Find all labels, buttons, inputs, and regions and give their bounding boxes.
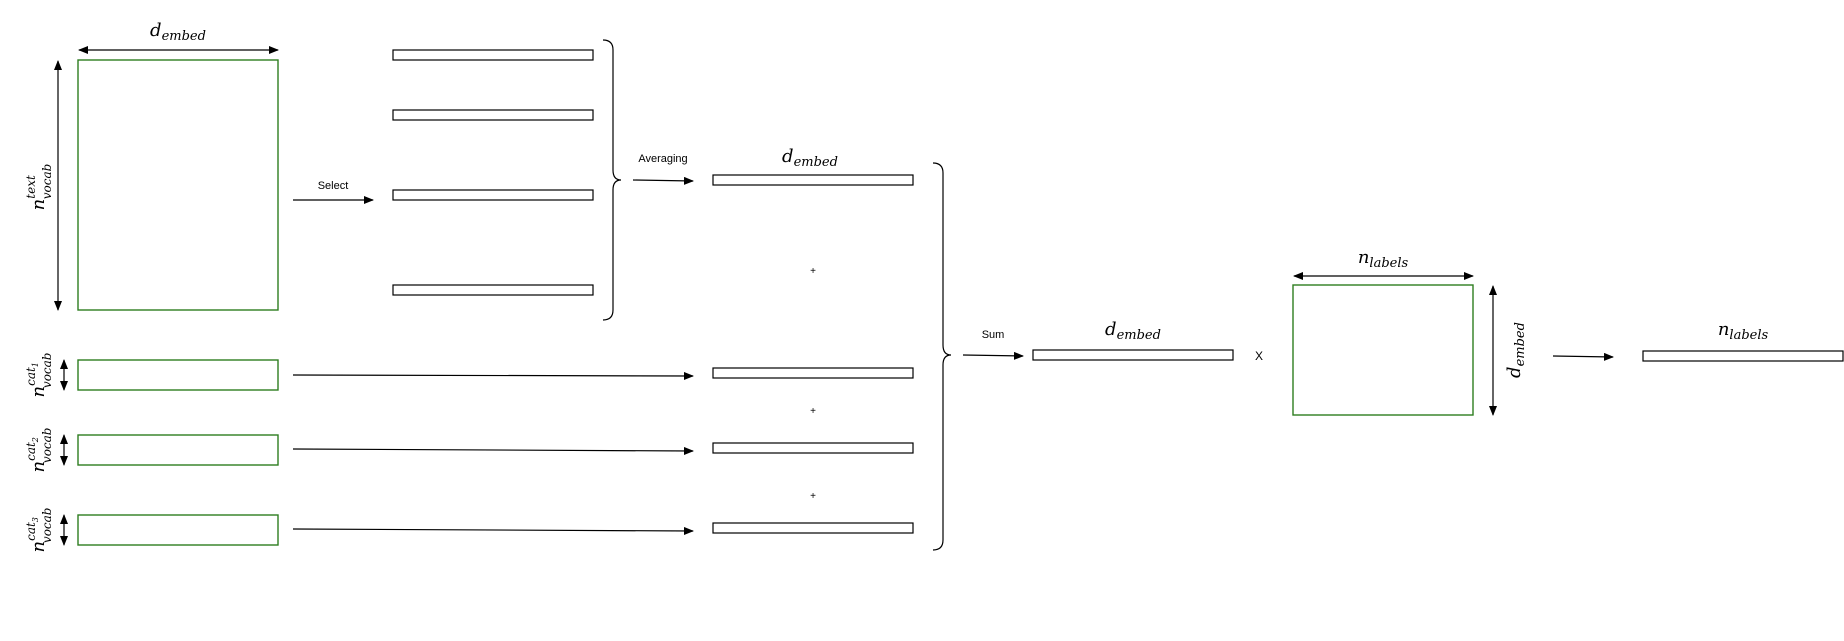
- cat3-vector: [712, 522, 914, 534]
- cat2-vector: [712, 442, 914, 454]
- selected-row-2: [392, 109, 594, 121]
- n-vocab-cat1-label: ncat1vocab: [24, 353, 54, 398]
- plus-sign-2: +: [810, 406, 816, 417]
- selected-row-3: [392, 189, 594, 201]
- d-embed-label-output-matrix: dembed: [1504, 322, 1528, 378]
- selected-row-1: [392, 49, 594, 61]
- selected-row-4: [392, 284, 594, 296]
- n-labels-label-matrix: nlabels: [1358, 247, 1409, 271]
- averaging-arrow: [632, 176, 694, 185]
- n-vocab-cat3-label: ncat3vocab: [24, 508, 54, 553]
- cat3-embedding-matrix: [77, 514, 279, 546]
- plus-sign-1: +: [810, 266, 816, 277]
- d-embed-label-averaged: dembed: [782, 146, 838, 170]
- times-sign: X: [1255, 349, 1263, 363]
- averaging-brace: [602, 39, 622, 321]
- cat2-embedding-matrix: [77, 434, 279, 466]
- averaging-label: Averaging: [638, 153, 687, 165]
- select-label: Select: [318, 180, 349, 192]
- cat1-vector: [712, 367, 914, 379]
- summed-vector: [1032, 349, 1234, 361]
- output-arrow: [1552, 352, 1614, 361]
- cat3-arrow: [292, 526, 694, 535]
- cat1-arrow: [292, 371, 694, 380]
- sum-label: Sum: [982, 329, 1005, 341]
- d-embed-label-summed: dembed: [1105, 319, 1161, 343]
- output-weight-matrix: [1292, 284, 1474, 416]
- text-embedding-matrix: [77, 59, 279, 311]
- output-logits-vector: [1642, 350, 1844, 362]
- plus-sign-3: +: [810, 491, 816, 502]
- averaged-text-vector: [712, 174, 914, 186]
- sum-arrow: [962, 351, 1024, 360]
- n-labels-label-output: nlabels: [1718, 319, 1769, 343]
- sum-brace: [932, 162, 952, 551]
- cat1-embedding-matrix: [77, 359, 279, 391]
- cat2-arrow: [292, 446, 694, 455]
- n-vocab-cat2-label: ncat2vocab: [24, 428, 54, 473]
- d-embed-label-text-matrix: dembed: [150, 20, 206, 44]
